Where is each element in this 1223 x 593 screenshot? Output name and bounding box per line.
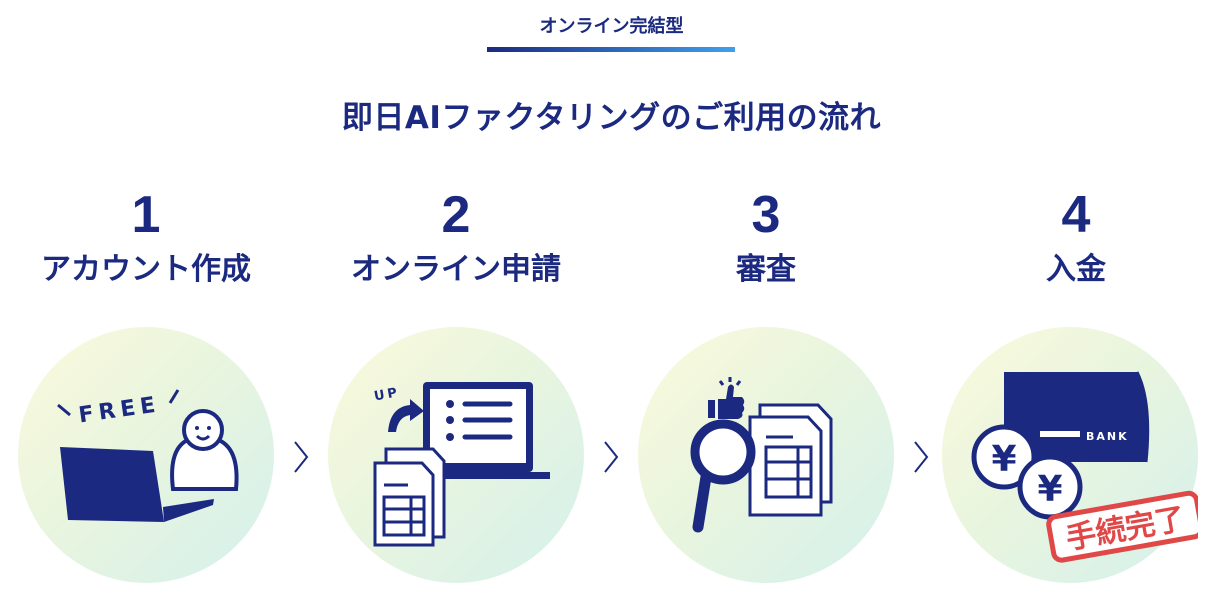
page-title: 即日AIファクタリングのご利用の流れ [341,100,882,136]
completed-stamp: 手続完了 [1046,490,1198,563]
step-label: 審査 [736,252,796,287]
step-label: アカウント作成 [41,252,251,287]
step-number: 4 [1061,186,1091,244]
laptop-icon [60,447,214,522]
application-illustration: UP [328,327,584,583]
free-text: FREE [77,392,162,428]
person-icon [170,409,239,491]
eyebrow-underline [487,47,735,52]
bank-text: BANK [1086,430,1129,443]
svg-text:¥: ¥ [991,439,1016,480]
bankbook-icon: BANK [1004,371,1150,463]
step-label: 入金 [1046,252,1106,287]
step-number: 1 [131,186,161,244]
thumbs-up-icon [708,377,745,419]
up-text: UP [373,385,401,404]
review-illustration [638,327,894,583]
step-2: 2 オンライン申請 [311,180,601,290]
yen-coin-icon: ¥ ¥ [971,424,1083,520]
svg-text:¥: ¥ [1037,469,1062,510]
magnifier-icon [690,419,756,533]
chevron-right-icon [604,441,619,473]
laptop-checklist-icon [416,382,550,479]
account-illustration: FREE [18,327,274,583]
step-number: 2 [441,186,471,244]
step-3: 3 審査 [621,180,911,290]
chevron-right-icon [914,441,929,473]
document-icon [373,447,446,547]
chevron-right-icon [294,441,309,473]
step-4: 4 入金 [931,180,1221,290]
step-1: 1 アカウント作成 [1,180,291,290]
upload-arrow-icon [388,399,424,432]
step-label: オンライン申請 [351,252,561,287]
section-eyebrow: オンライン完結型 [539,16,684,37]
document-icon [748,403,833,517]
payment-illustration: BANK ¥ ¥ 手続完了 [942,327,1198,583]
step-number: 3 [751,186,781,244]
